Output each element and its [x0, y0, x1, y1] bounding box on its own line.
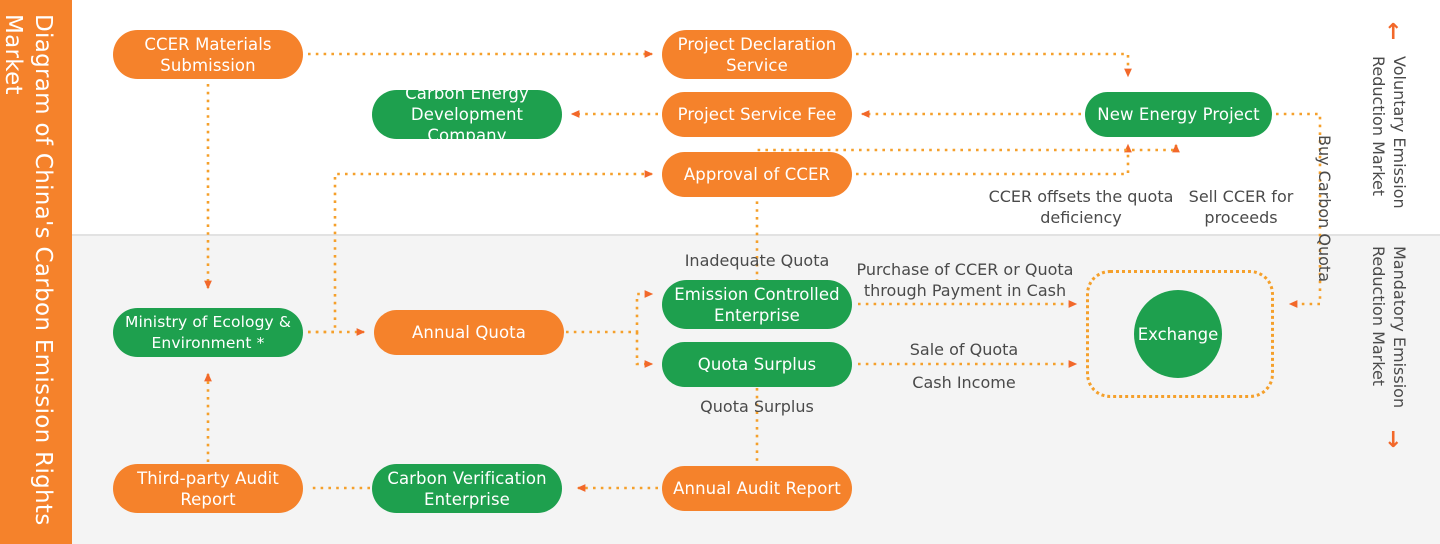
node-carbon-verification-enterprise[interactable]: Carbon Verification Enterprise — [372, 464, 562, 513]
node-label: Project Service Fee — [677, 105, 837, 124]
node-new-energy-project[interactable]: New Energy Project — [1085, 92, 1272, 137]
node-project-service-fee[interactable]: Project Service Fee — [662, 92, 852, 137]
node-carbon-energy-development-company[interactable]: Carbon Energy Development Company — [372, 84, 562, 145]
node-label: Carbon Energy Development Company — [405, 84, 529, 145]
node-label: CCER Materials Submission — [144, 34, 272, 75]
label-ccer-offsets: CCER offsets the quota deficiency — [988, 187, 1174, 227]
node-annual-quota[interactable]: Annual Quota — [374, 310, 564, 355]
label-sale-of-quota: Sale of Quota — [909, 340, 1019, 359]
node-approval-of-ccer[interactable]: Approval of CCER — [662, 152, 852, 197]
voluntary-market-arrow-icon: ↑ — [1384, 20, 1403, 45]
node-quota-surplus[interactable]: Quota Surplus — [662, 342, 852, 387]
market-divider — [72, 234, 1440, 236]
node-label: Third-party Audit Report — [137, 468, 279, 509]
node-label: Emission Controlled Enterprise — [674, 284, 840, 325]
page-title: Diagram of China's Carbon Emission Right… — [0, 14, 56, 526]
node-emission-controlled-enterprise[interactable]: Emission Controlled Enterprise — [662, 280, 852, 329]
label-cash-income: Cash Income — [912, 373, 1016, 392]
node-label: Annual Audit Report — [673, 479, 841, 498]
node-ccer-materials-submission[interactable]: CCER Materials Submission — [113, 30, 303, 79]
label-buy-carbon-quota: Buy Carbon Quota — [1315, 135, 1334, 282]
node-annual-audit-report[interactable]: Annual Audit Report — [662, 466, 852, 511]
node-label: Ministry of Ecology & Environment * — [124, 312, 291, 352]
node-label: Carbon Verification Enterprise — [387, 468, 547, 509]
node-label: Project Declaration Service — [677, 34, 837, 75]
exchange-container — [1086, 270, 1274, 398]
node-ministry-of-ecology-and-environment[interactable]: Ministry of Ecology & Environment * — [113, 308, 303, 357]
node-label: Exchange — [1137, 324, 1219, 344]
label-quota-surplus-lower: Quota Surplus — [700, 397, 814, 416]
label-mandatory-emission-reduction-market: Mandatory Emission Reduction Market — [1369, 246, 1409, 409]
node-label: New Energy Project — [1097, 105, 1260, 124]
node-label: Approval of CCER — [683, 165, 831, 184]
label-purchase-ccer: Purchase of CCER or Quota through Paymen… — [856, 260, 1074, 300]
mandatory-market-arrow-icon: ↓ — [1384, 428, 1403, 453]
node-third-party-audit-report[interactable]: Third-party Audit Report — [113, 464, 303, 513]
label-inadequate-quota: Inadequate Quota — [684, 251, 830, 270]
node-label: Quota Surplus — [697, 355, 817, 374]
node-project-declaration-service[interactable]: Project Declaration Service — [662, 30, 852, 79]
label-sell-ccer: Sell CCER for proceeds — [1188, 187, 1294, 227]
label-voluntary-emission-reduction-market: Voluntary Emission Reduction Market — [1369, 56, 1409, 209]
title-sidebar: Diagram of China's Carbon Emission Right… — [0, 0, 72, 544]
node-label: Annual Quota — [412, 323, 526, 342]
node-exchange[interactable]: Exchange — [1134, 290, 1222, 378]
